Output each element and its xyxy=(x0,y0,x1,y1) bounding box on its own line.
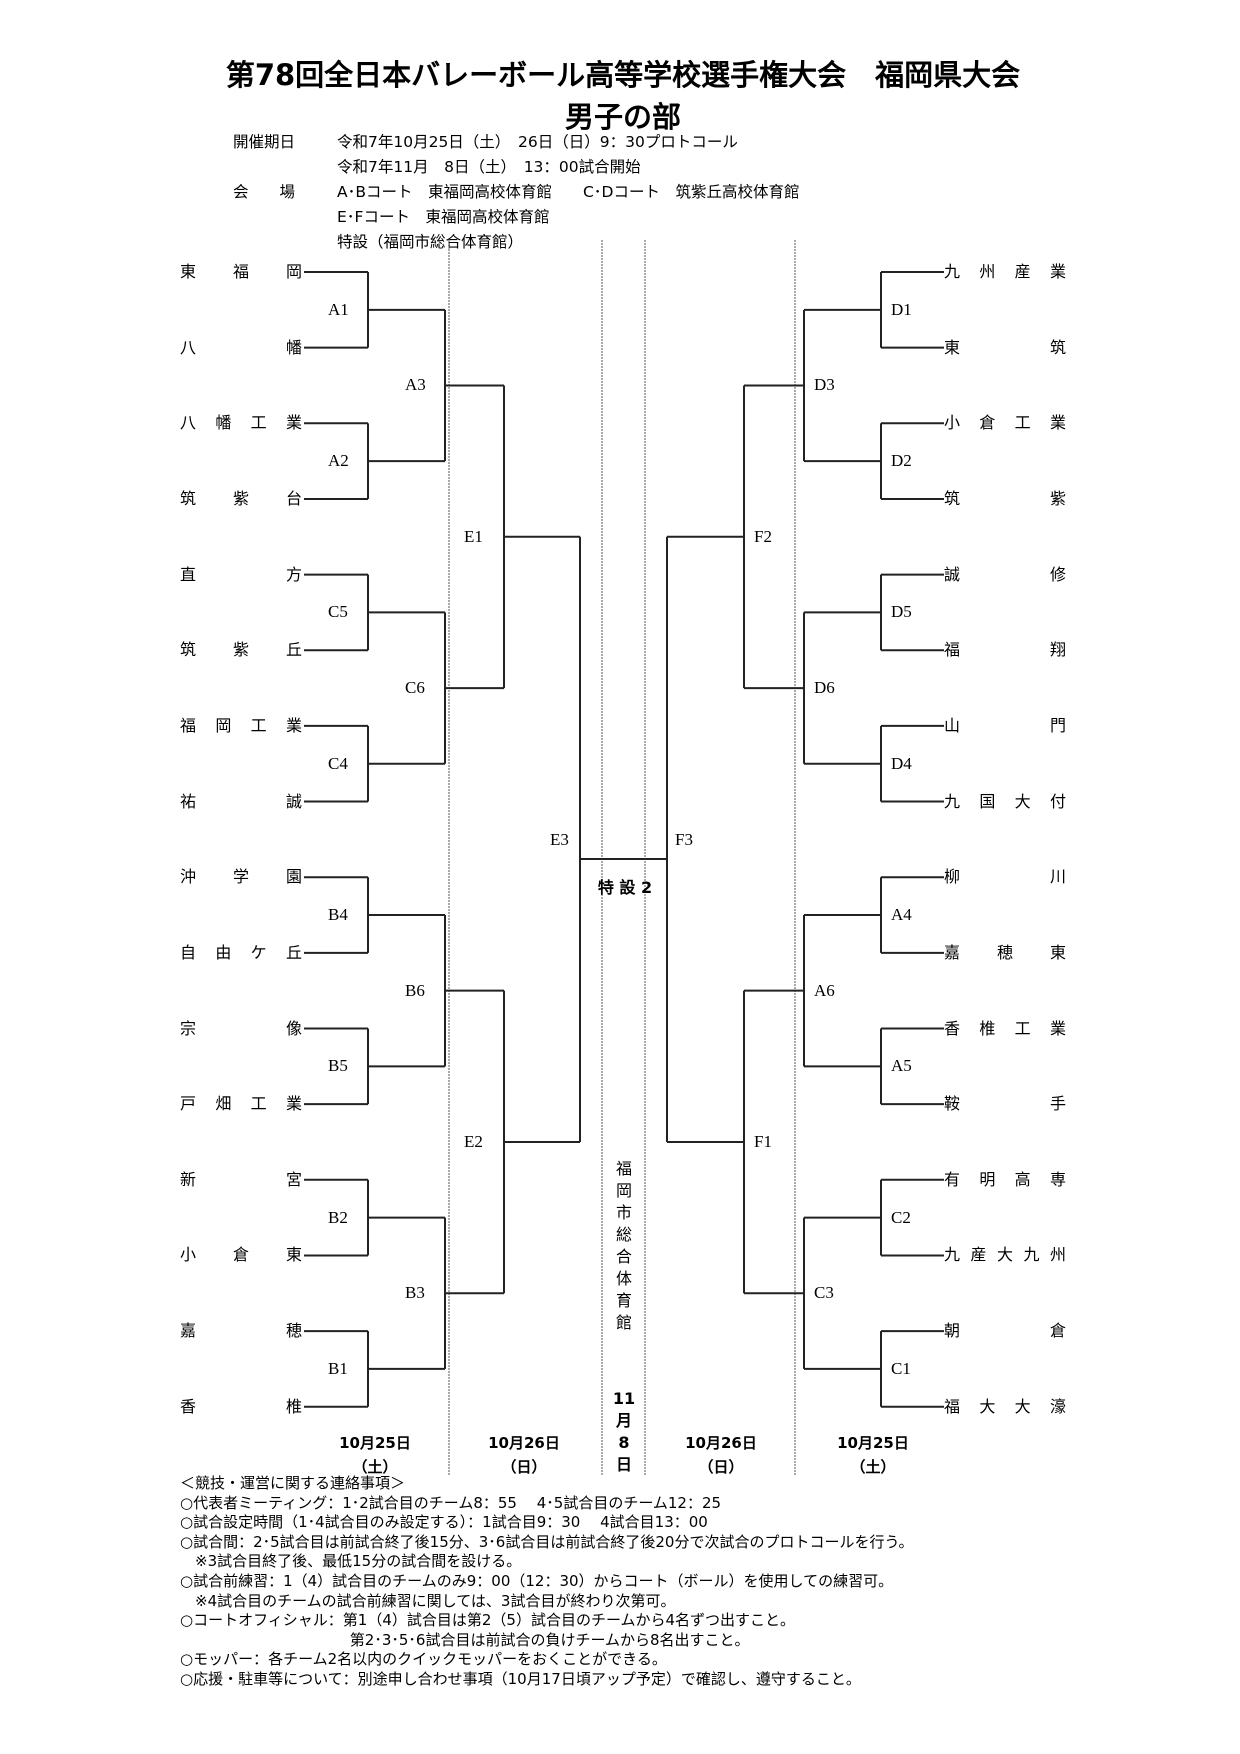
team-name: 有明高専 xyxy=(944,1169,1068,1189)
note-line: ○コートオフィシャル：第1（4）試合目は第2（5）試合目のチームから4名ずつ出す… xyxy=(180,1611,796,1630)
notes-section: ＜競技・運営に関する連絡事項＞ ○代表者ミーティング：1･2試合目のチーム8：5… xyxy=(180,1474,914,1690)
match-label: A4 xyxy=(891,905,912,925)
match-label-semifinal: E3 xyxy=(550,830,569,849)
team-name: 柳川 xyxy=(944,867,1068,887)
match-label: B4 xyxy=(328,905,348,925)
day-weekday: （日） xyxy=(698,1458,744,1476)
note-line: ○試合間：2･5試合目は前試合終了後15分、3･6試合目は前試合終了後20分で次… xyxy=(180,1532,914,1551)
team-name: 筑紫丘 xyxy=(180,640,304,660)
team-name: 香椎 xyxy=(180,1396,304,1416)
team-name: 山門 xyxy=(944,715,1068,735)
day-col-1: 10月25日 （土） xyxy=(330,1431,420,1479)
day-date: 10月26日 xyxy=(488,1434,560,1452)
day-weekday: （土） xyxy=(850,1458,896,1476)
day-col-3: 10月26日 （日） xyxy=(676,1431,766,1479)
note-line: 第2･3･5･6試合目は前試合の負けチームから8名出すこと。 xyxy=(180,1630,750,1649)
day-col-2: 10月26日 （日） xyxy=(479,1431,569,1479)
info-value-venue-3: 特設（福岡市総合体育館） xyxy=(337,233,524,251)
page-title: 第78回全日本バレーボール高等学校選手権大会 福岡県大会 xyxy=(225,58,1021,92)
page-subtitle: 男子の部 xyxy=(564,100,681,134)
match-label: B3 xyxy=(405,1283,425,1303)
team-name: 八幡 xyxy=(180,337,304,357)
day-col-4: 10月25日 （土） xyxy=(828,1431,918,1479)
match-label: D2 xyxy=(891,451,912,471)
day-weekday: （日） xyxy=(501,1458,547,1476)
team-name: 誠修 xyxy=(944,564,1068,584)
team-name: 八幡工業 xyxy=(180,413,304,433)
team-name: 鞍手 xyxy=(944,1094,1068,1114)
team-name: 直方 xyxy=(180,564,304,584)
match-label: E1 xyxy=(464,526,483,546)
note-line: ○試合前練習：1（4）試合目のチームのみ9：00（12：30）からコート（ボール… xyxy=(180,1571,894,1590)
notes-heading: ＜競技・運営に関する連絡事項＞ xyxy=(180,1474,406,1492)
match-label: D6 xyxy=(814,678,835,698)
note-line: ○応援・駐車等について：別途申し合わせ事項（10月17日頃アップ予定）で確認し、… xyxy=(180,1669,861,1688)
info-value-venue: A･Bコート 東福岡高校体育館 C･Dコート 筑紫丘高校体育館 xyxy=(337,183,800,201)
match-label: B2 xyxy=(328,1207,348,1227)
team-name: 九国大付 xyxy=(944,791,1068,811)
match-label: D1 xyxy=(891,299,912,319)
final-venue: 福岡市総合体育館 xyxy=(615,1159,632,1332)
match-label: D4 xyxy=(891,753,912,773)
match-label: D3 xyxy=(814,375,835,395)
info-value-venue-2: E･Fコート 東福岡高校体育館 xyxy=(337,208,550,226)
note-line: ※4試合目のチームの試合前練習に関しては、3試合目が終わり次第可。 xyxy=(180,1591,676,1610)
info-value-dates-2: 令和7年11月 8日（土） 13：00試合開始 xyxy=(337,158,641,176)
match-label: B5 xyxy=(328,1056,348,1076)
day-weekday: （土） xyxy=(352,1458,398,1476)
match-label: A3 xyxy=(405,375,426,395)
match-label: C4 xyxy=(328,753,348,773)
match-label: A1 xyxy=(328,299,349,319)
match-label-semifinal: F3 xyxy=(675,830,693,849)
team-name: 東筑 xyxy=(944,337,1068,357)
team-name: 筑紫 xyxy=(944,488,1068,508)
note-line: ○代表者ミーティング：1･2試合目のチーム8：55 4･5試合目のチーム12：2… xyxy=(180,1493,722,1512)
team-name: 嘉穂 xyxy=(180,1321,304,1341)
team-name: 新宮 xyxy=(180,1169,304,1189)
team-name: 九産大九州 xyxy=(944,1245,1068,1265)
day-date: 10月26日 xyxy=(685,1434,757,1452)
info-value-dates: 令和7年10月25日（土） 26日（日）9：30プロトコール xyxy=(337,133,738,151)
match-label: F1 xyxy=(754,1131,772,1151)
team-name: 小倉東 xyxy=(180,1245,304,1265)
match-label: F2 xyxy=(754,526,772,546)
day-date: 10月25日 xyxy=(837,1434,909,1452)
match-label: B1 xyxy=(328,1358,348,1378)
note-line: ○試合設定時間（1･4試合目のみ設定する）：1試合目9：30 4試合目13：00 xyxy=(180,1513,708,1532)
match-label: C3 xyxy=(814,1283,834,1303)
info-label-dates: 開催期日 xyxy=(233,133,296,151)
team-name: 九州産業 xyxy=(944,262,1068,281)
match-label: A5 xyxy=(891,1056,912,1076)
team-name: 福大大濠 xyxy=(944,1396,1068,1416)
team-name: 沖学園 xyxy=(180,867,304,887)
team-name: 福翔 xyxy=(944,640,1068,660)
match-label: C1 xyxy=(891,1358,911,1378)
team-name: 朝倉 xyxy=(944,1321,1068,1341)
final-date: 11月8日 xyxy=(612,1389,636,1474)
day-date: 10月25日 xyxy=(339,1434,411,1452)
final-court-label: 特 設 2 xyxy=(597,878,653,897)
match-label: B6 xyxy=(405,980,425,1000)
team-name: 筑紫台 xyxy=(180,488,304,508)
match-label: E2 xyxy=(464,1131,483,1151)
match-label: A6 xyxy=(814,980,835,1000)
info-label-venue: 会 場 xyxy=(233,183,296,201)
team-name: 小倉工業 xyxy=(944,413,1068,433)
team-name: 戸畑工業 xyxy=(180,1094,304,1114)
note-line: ○モッパー：各チーム2名以内のクイックモッパーをおくことができる。 xyxy=(180,1650,667,1669)
team-name: 嘉穂東 xyxy=(944,942,1068,962)
team-name: 自由ケ丘 xyxy=(180,942,304,962)
match-label: C2 xyxy=(891,1207,911,1227)
team-name: 東福岡 xyxy=(180,262,304,281)
team-name: 福岡工業 xyxy=(180,715,304,735)
match-label: D5 xyxy=(891,602,912,622)
team-name: 宗像 xyxy=(180,1018,304,1038)
team-name: 祐誠 xyxy=(180,791,304,811)
match-label: A2 xyxy=(328,451,349,471)
match-label: C5 xyxy=(328,602,348,622)
note-line: ※3試合目終了後、最低15分の試合間を設ける。 xyxy=(180,1552,522,1571)
team-name: 香椎工業 xyxy=(944,1018,1068,1038)
match-label: C6 xyxy=(405,678,425,698)
